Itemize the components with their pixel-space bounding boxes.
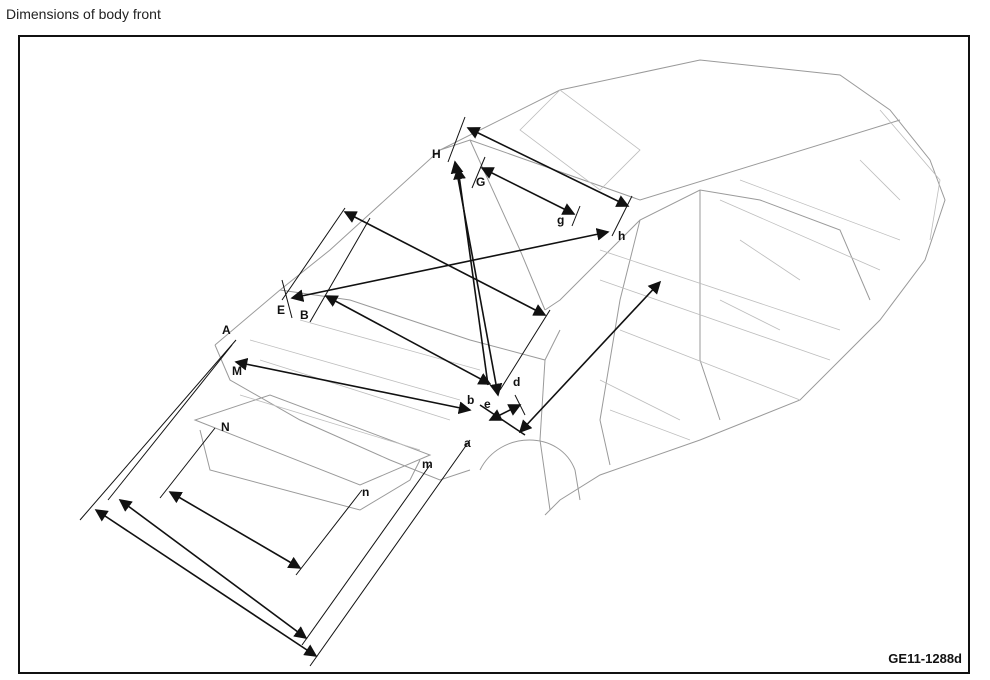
figure-code: GE11-1288d xyxy=(888,651,962,666)
label-e: e xyxy=(484,397,491,411)
label-A: A xyxy=(222,323,231,337)
label-H: H xyxy=(432,147,441,161)
point-labels: A B E H G g h M N n m a b e d xyxy=(221,147,625,499)
dimension-lines xyxy=(79,116,662,667)
label-h: h xyxy=(618,229,625,243)
label-M: M xyxy=(232,364,242,378)
label-G: G xyxy=(476,175,485,189)
label-a: a xyxy=(464,436,471,450)
label-N: N xyxy=(221,420,230,434)
label-g: g xyxy=(557,213,564,227)
label-n: n xyxy=(362,485,369,499)
label-m: m xyxy=(422,457,433,471)
label-b: b xyxy=(467,393,474,407)
label-E: E xyxy=(277,303,285,317)
car-body-outline xyxy=(193,59,946,516)
diagram-title: Dimensions of body front xyxy=(6,6,161,22)
label-d: d xyxy=(513,375,520,389)
diagram-frame xyxy=(18,35,970,674)
label-B: B xyxy=(300,308,309,322)
